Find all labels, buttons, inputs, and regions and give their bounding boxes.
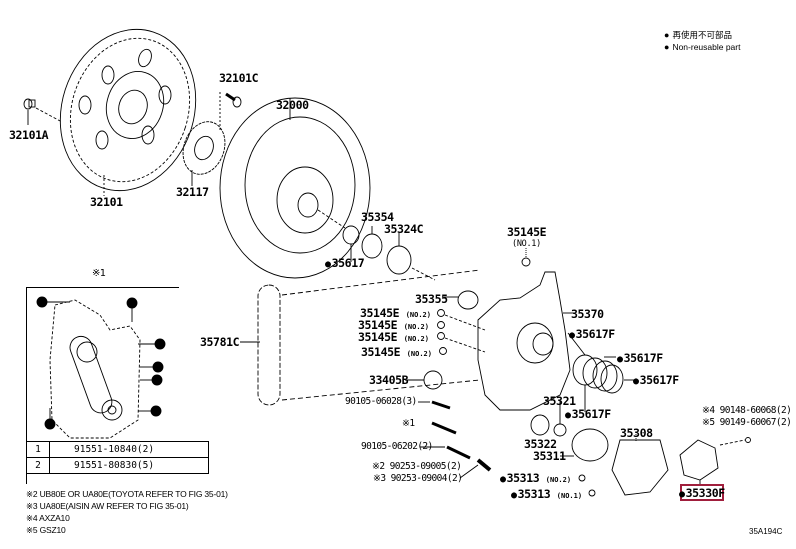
part-label-35330F[interactable]: 35330F — [679, 487, 726, 501]
chain-35781C[interactable] — [240, 269, 481, 406]
footnote: ※4 AXZA10 — [26, 513, 70, 523]
part-label-35322[interactable]: 35322 — [524, 437, 557, 451]
seal-rings-35617F[interactable] — [567, 332, 634, 412]
part-number: 35145E — [358, 318, 398, 332]
part-label-33405B[interactable]: 33405B — [369, 373, 409, 387]
part-label-35145E-no2-d[interactable]: 35145E (NO.2) — [361, 346, 432, 360]
part-label-35145E-no2-b[interactable]: 35145E (NO.2) — [358, 319, 429, 333]
bolt-part[interactable]: 91551-10840(2) — [49, 441, 209, 458]
part-label-90105-06202[interactable]: 90105-06202(2) — [361, 441, 433, 452]
part-label-35313-no1[interactable]: 35313 (NO.1) — [511, 488, 582, 502]
part-label-35145E-no2-a[interactable]: 35145E (NO.2) — [360, 307, 431, 321]
part-label-35313-no2[interactable]: 35313 (NO.2) — [500, 472, 571, 486]
seal-35313-no2[interactable] — [578, 474, 586, 482]
inset-callout-2d: 2 — [154, 376, 159, 385]
inset-callout-1a: 1 — [129, 299, 134, 308]
footnote: ※3 UA80E(AISIN AW REFER TO FIG 35-01) — [26, 501, 189, 511]
part-label-ref1[interactable]: ※1 — [402, 418, 415, 429]
part-label-90253-09004[interactable]: ※3 90253-09004(2) — [373, 473, 463, 484]
pump-body-35370[interactable] — [477, 271, 574, 411]
bolt-32101C-icon[interactable] — [219, 92, 242, 130]
bolt-part[interactable]: 91551-80830(5) — [49, 457, 209, 474]
bolts-35145E[interactable] — [437, 248, 531, 355]
torque-converter-32000[interactable] — [219, 97, 371, 279]
clip-35355[interactable] — [457, 290, 479, 310]
part-label-35324C[interactable]: 35324C — [384, 222, 424, 236]
inset-callouts — [36, 296, 166, 430]
part-label-35781C[interactable]: 35781C — [200, 335, 240, 349]
part-label-35617[interactable]: 35617 — [325, 257, 365, 271]
part-label-90253-09005[interactable]: ※2 90253-09005(2) — [372, 461, 462, 472]
part-label-35617F-2[interactable]: 35617F — [617, 352, 664, 366]
part-sub: (NO.2) — [403, 323, 429, 331]
part-label-35355[interactable]: 35355 — [415, 292, 448, 306]
part-number: 35145E — [361, 345, 401, 359]
bolt-32101A-icon[interactable] — [23, 98, 63, 125]
part-sub: (NO.2) — [545, 476, 572, 484]
plate-32117[interactable] — [176, 116, 232, 186]
pump-gears-and-cover[interactable] — [530, 400, 669, 496]
part-label-90148-60068[interactable]: ※4 90148-60068(2) — [702, 405, 792, 416]
bolts-90105[interactable] — [418, 400, 492, 479]
strainer-35330F[interactable] — [679, 437, 751, 487]
part-label-35370[interactable]: 35370 — [571, 307, 604, 321]
o-ring-35617[interactable] — [342, 225, 360, 245]
part-label-35354[interactable]: 35354 — [361, 210, 394, 224]
bolt-key: 1 — [26, 441, 50, 458]
footnote: ※2 UB80E OR UA80E(TOYOTA REFER TO FIG 35… — [26, 489, 228, 499]
part-label-35145E-no2-c[interactable]: 35145E (NO.2) — [358, 331, 429, 345]
inset-callout-2c: 2 — [155, 363, 160, 372]
part-label-35321[interactable]: 35321 — [543, 394, 576, 408]
part-label-35145E-no1[interactable]: 35145E — [507, 225, 547, 239]
part-label-32101C[interactable]: 32101C — [219, 71, 259, 85]
footnotes: ※2 UB80E OR UA80E(TOYOTA REFER TO FIG 35… — [26, 488, 228, 536]
legend-non-reusable-jp: 再使用不可部品 — [664, 29, 740, 41]
part-number: 35313 — [517, 487, 551, 501]
part-label-35617F-1[interactable]: 35617F — [569, 328, 616, 342]
part-label-32101[interactable]: 32101 — [90, 195, 123, 209]
part-label-35308[interactable]: 35308 — [620, 426, 653, 440]
inset-callout-2b: 2 — [157, 340, 162, 349]
seal-35313-no1[interactable] — [588, 489, 596, 497]
drive-plate-32101[interactable] — [40, 12, 216, 209]
figure-code: 35A194C — [749, 527, 783, 536]
table-row: 2 91551-80830(5) — [26, 457, 209, 474]
bolt-key: 2 — [26, 457, 50, 474]
part-sub: (NO.2) — [406, 350, 432, 358]
part-label-35617F-3[interactable]: 35617F — [633, 374, 680, 388]
part-label-35617F-4[interactable]: 35617F — [565, 408, 612, 422]
part-label-32000[interactable]: 32000 — [276, 98, 309, 112]
part-label-35145E-no1-sub: (NO.1) — [512, 239, 541, 249]
part-sub: (NO.2) — [403, 335, 429, 343]
part-number: 35145E — [358, 330, 398, 344]
legend: 再使用不可部品 Non-reusable part — [664, 29, 740, 53]
seal-35324C[interactable] — [386, 245, 412, 275]
footnote: ※5 GSZ10 — [26, 525, 66, 535]
part-number: 35313 — [506, 471, 540, 485]
table-row: 1 91551-10840(2) — [26, 441, 209, 458]
part-number: 35145E — [360, 306, 400, 320]
inset-cover-drawing — [49, 299, 141, 439]
legend-non-reusable-en: Non-reusable part — [664, 41, 740, 53]
part-label-90105-06028[interactable]: 90105-06028(3) — [345, 396, 417, 407]
inset-callout-2e: 2 — [153, 407, 158, 416]
part-label-32117[interactable]: 32117 — [176, 185, 209, 199]
part-sub: (NO.2) — [405, 311, 431, 319]
inset-title: ※1 — [92, 268, 106, 279]
part-sub: (NO.1) — [556, 492, 583, 500]
seal-35354[interactable] — [361, 233, 383, 259]
part-label-32101A[interactable]: 32101A — [9, 128, 49, 142]
inset-callout-2a: 2 — [39, 298, 44, 307]
inset-frame — [26, 287, 179, 484]
part-label-90149-60067[interactable]: ※5 90149-60067(2) — [702, 417, 792, 428]
gear-33405B[interactable] — [423, 370, 443, 390]
inset-callout-1b: 1 — [47, 420, 52, 429]
inset-bolt-table: 1 91551-10840(2) 2 91551-80830(5) — [26, 441, 209, 474]
part-label-35311[interactable]: 35311 — [533, 449, 566, 463]
